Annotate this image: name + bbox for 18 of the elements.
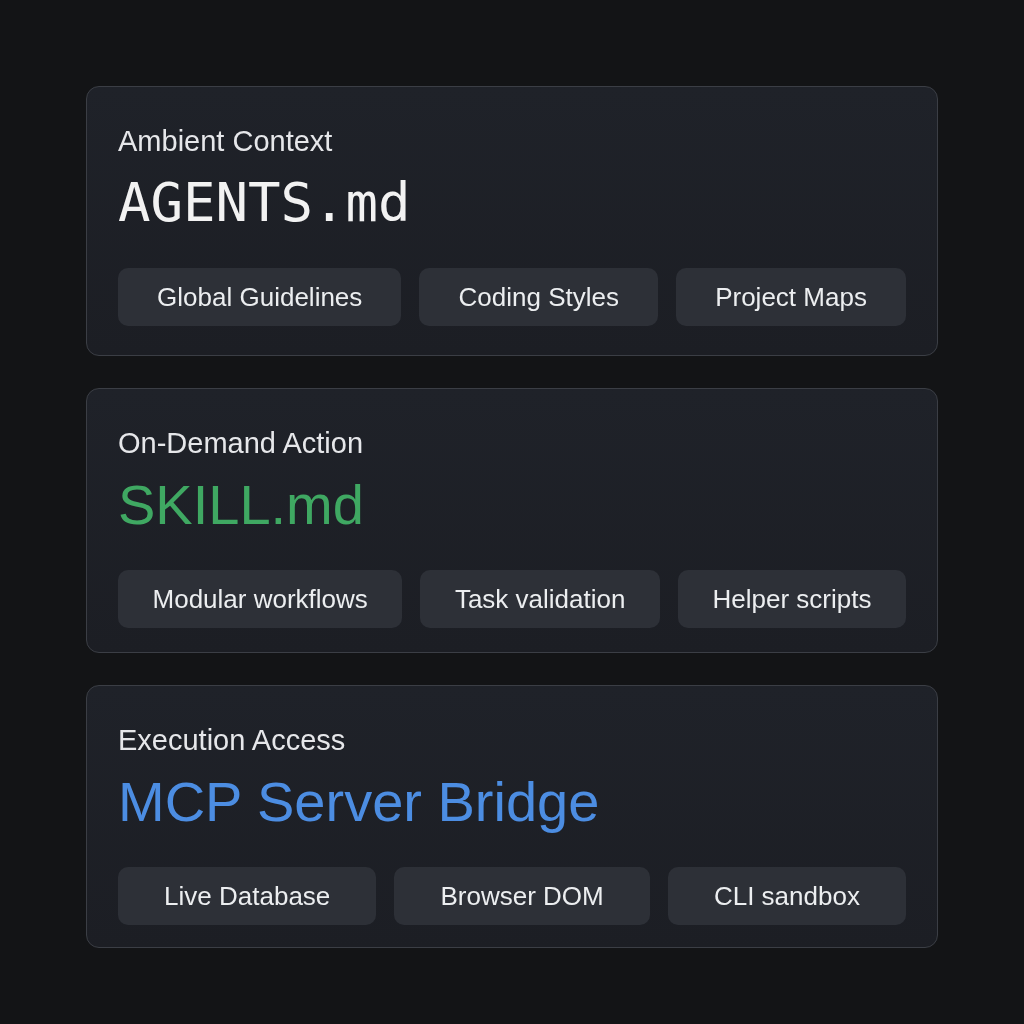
tag-chip: Project Maps [676,268,906,326]
tag-chip: Coding Styles [419,268,659,326]
tag-chip: Helper scripts [678,570,906,628]
card-subtitle: Ambient Context [118,124,334,158]
tag-chip: Browser DOM [394,867,650,925]
tag-chip: CLI sandbox [667,867,906,925]
tag-chip: Global Guidelines [118,268,402,326]
tag-chip: Live Database [118,867,377,925]
card-subtitle: Execution Access [118,723,347,757]
card-heading: AGENTS.md [118,171,411,235]
info-card [86,388,938,653]
info-card [86,86,938,356]
card-subtitle: On-Demand Action [118,426,364,460]
tag-chip: Modular workflows [118,570,403,628]
info-card [86,685,938,948]
card-heading: MCP Server Bridge [118,770,600,834]
tag-chip: Task validation [420,570,660,628]
card-heading: SKILL.md [118,473,364,537]
